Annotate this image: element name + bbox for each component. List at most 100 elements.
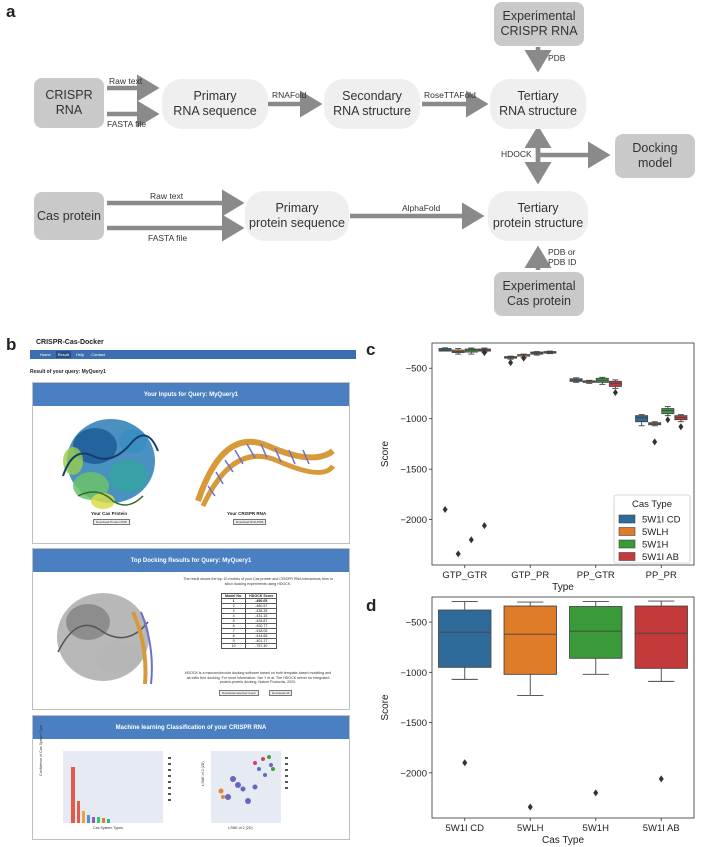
crispr-rna-caption: Your CRISPR RNA — [227, 511, 267, 516]
web-app-title: CRISPR-Cas-Docker — [36, 339, 104, 346]
label-rnafold: RNAFold — [272, 90, 307, 100]
label-alphafold: AlphaFold — [402, 203, 441, 213]
y-axis-label: Score — [380, 694, 391, 721]
web-screenshot: CRISPR-Cas-Docker Home Result Help Conta… — [28, 336, 356, 840]
outlier-point — [612, 388, 618, 396]
label-fasta-rna: FASTA file — [107, 119, 147, 129]
node-secondary-rna-structure: Secondary RNA structure — [324, 79, 420, 129]
plot-frame — [431, 596, 695, 819]
panel-a-arrows — [107, 47, 611, 270]
docking-note: HDOCK is a macromolecular docking softwa… — [184, 671, 332, 685]
x-tick-label: GTP_PR — [511, 570, 549, 581]
box — [569, 606, 623, 659]
outlier-point — [442, 506, 448, 513]
x-tick-label: PP_PR — [646, 570, 677, 581]
node-experimental-cas-protein: Experimental Cas protein — [494, 272, 584, 316]
ml-scatter-xlabel: t-SNE of 2 (2D) — [228, 826, 253, 830]
download-rna-button[interactable]: Download RNA PDB — [233, 519, 267, 525]
x-tick-label: 5W1H — [583, 823, 610, 834]
label-pdb: PDB — [548, 53, 566, 63]
section-docking: Top Docking Results for Query: MyQuery1 … — [32, 548, 350, 710]
node-tertiary-protein-structure: Tertiary protein structure — [488, 191, 588, 241]
legend-swatch — [618, 514, 636, 524]
y-tick-label: −1500 — [400, 718, 427, 729]
legend-label: 5WLH — [642, 527, 669, 538]
inputs-structures — [62, 419, 336, 509]
legend-swatch — [618, 552, 636, 561]
label-raw-text-rna: Raw text — [109, 76, 143, 86]
nav-result[interactable]: Result — [55, 351, 72, 358]
y-tick-label: −2000 — [400, 515, 427, 526]
outlier-point — [678, 423, 684, 431]
legend-swatch — [618, 527, 636, 536]
box — [608, 380, 622, 387]
node-crispr-rna: CRISPR RNA — [34, 78, 104, 128]
y-axis-label: Score — [380, 441, 391, 468]
box — [634, 605, 688, 669]
docking-description: The result shows the top 10 models of yo… — [183, 577, 333, 586]
section-ml: Machine learning Classification of your … — [32, 715, 350, 840]
label-raw-text-protein: Raw text — [150, 191, 184, 201]
outlier-point — [527, 803, 533, 811]
web-navbar: Home Result Help Contact — [30, 350, 356, 359]
label-rosettafold: RoseTTAFold — [424, 90, 476, 100]
outlier-point — [593, 789, 599, 797]
y-tick-label: −2000 — [400, 768, 427, 779]
box — [438, 609, 492, 668]
download-protein-button[interactable]: Download Protein PDB — [93, 519, 130, 525]
outlier-point — [481, 349, 487, 357]
y-tick-label: −1000 — [400, 414, 427, 425]
crispr-rna-structure — [195, 438, 336, 508]
cell-model-no: 10 — [220, 643, 247, 649]
node-cas-protein: Cas protein — [34, 192, 104, 240]
x-tick-label: PP_GTR — [577, 570, 615, 581]
y-tick-label: −500 — [406, 364, 427, 375]
section-docking-title: Top Docking Results for Query: MyQuery1 — [33, 549, 349, 572]
plot-frame — [431, 342, 695, 566]
node-primary-rna-sequence: Primary RNA sequence — [162, 79, 268, 129]
nav-help[interactable]: Help — [76, 352, 85, 357]
y-tick-label: −500 — [406, 618, 427, 629]
outlier-point — [508, 359, 514, 367]
label-fasta-protein: FASTA file — [148, 233, 188, 243]
node-primary-protein-sequence: Primary protein sequence — [245, 191, 349, 241]
node-tertiary-rna-structure: Tertiary RNA structure — [490, 79, 586, 129]
outlier-point — [658, 775, 664, 783]
x-axis-label: Cas Type — [542, 835, 584, 846]
section-inputs: Your Inputs for Query: MyQuery1 — [32, 382, 350, 544]
web-result-heading: Result of your query: MyQuery1 — [30, 369, 106, 375]
box — [503, 605, 557, 675]
y-tick-label: −1500 — [400, 465, 427, 476]
legend-label: 5W1I CD — [642, 515, 681, 526]
docking-structure — [57, 593, 153, 685]
outlier-point — [665, 416, 671, 424]
y-tick-label: −1000 — [400, 668, 427, 679]
ml-bar-xlabel: Cas System Types — [93, 826, 123, 830]
box — [635, 415, 649, 423]
x-tick-label: 5W1I AB — [643, 823, 680, 834]
download-selected-button[interactable]: Download selected result — [219, 690, 259, 696]
outlier-point — [481, 522, 487, 530]
section-inputs-title: Your Inputs for Query: MyQuery1 — [33, 383, 349, 406]
cell-hdock-score: -757.40 — [245, 643, 278, 649]
legend-label: 5W1H — [642, 540, 669, 551]
outlier-point — [462, 759, 468, 767]
x-tick-label: 5W1I CD — [445, 823, 484, 834]
legend-swatch — [618, 539, 636, 549]
legend-label: 5W1I AB — [642, 552, 679, 563]
outlier-point — [468, 536, 474, 544]
cas-protein-structure — [62, 419, 159, 509]
outlier-point — [652, 438, 658, 446]
download-all-button[interactable]: Download All — [269, 690, 293, 696]
panel-d-letter: d — [366, 596, 377, 615]
box — [464, 348, 478, 353]
label-pdb-or-pdb-id: PDB or PDB ID — [548, 247, 577, 268]
ml-plots — [63, 751, 288, 823]
node-docking-model: Docking model — [615, 134, 695, 178]
table-row[interactable]: 10-757.40 — [220, 643, 278, 649]
nav-home[interactable]: Home — [40, 352, 51, 357]
nav-contact[interactable]: Contact — [91, 352, 106, 357]
x-tick-label: 5WLH — [517, 823, 544, 834]
